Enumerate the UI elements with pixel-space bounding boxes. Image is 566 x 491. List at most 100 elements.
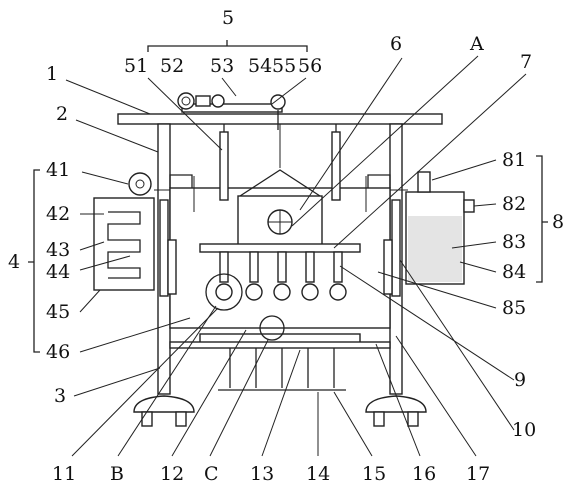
leader-2	[75, 119, 159, 153]
bracket-8	[536, 155, 548, 283]
left-fan-hub	[135, 179, 145, 189]
pulley-left-hub	[181, 96, 191, 106]
label-17: 17	[466, 463, 490, 485]
label-14: 14	[306, 463, 330, 485]
leader-6	[299, 57, 403, 211]
leader-84	[459, 261, 497, 273]
label-2: 2	[56, 103, 68, 125]
right-foot	[365, 395, 427, 413]
leader-9	[339, 265, 515, 381]
leader-7	[333, 73, 527, 249]
label-52: 52	[160, 55, 184, 77]
label-56: 56	[298, 55, 322, 77]
label-6: 6	[390, 33, 402, 55]
leader-13	[261, 349, 301, 457]
right-pipe	[391, 199, 401, 297]
label-46: 46	[46, 341, 70, 363]
detail-circle-b	[205, 273, 243, 311]
label-9: 9	[514, 369, 526, 391]
leader-56	[271, 77, 307, 105]
leader-lines	[65, 55, 527, 457]
leader-a	[291, 55, 479, 227]
motor-block	[195, 95, 211, 107]
label-16: 16	[412, 463, 436, 485]
inner-box-rim-left	[169, 174, 193, 188]
left-pipe	[159, 199, 169, 297]
label-83: 83	[502, 231, 526, 253]
label-53: 53	[210, 55, 234, 77]
label-81: 81	[502, 149, 526, 171]
top-plate	[117, 113, 443, 125]
label-55: 55	[272, 55, 296, 77]
nozzle	[277, 251, 287, 283]
crossbar	[169, 341, 391, 349]
left-foot	[133, 395, 195, 413]
label-c: C	[204, 463, 219, 485]
clamp	[301, 283, 319, 301]
tank-cap	[417, 171, 431, 193]
leader-12	[171, 329, 247, 457]
label-a: A	[469, 33, 484, 55]
leader-53	[221, 77, 237, 97]
leader-43	[79, 241, 105, 251]
clamp	[273, 283, 291, 301]
clamp	[245, 283, 263, 301]
leader-11	[71, 307, 219, 457]
leader-41	[81, 171, 129, 185]
leader-b	[117, 305, 217, 457]
cylinder-left	[219, 131, 229, 201]
leader-15	[333, 391, 373, 457]
leader-10	[399, 259, 515, 431]
hanger-cables	[239, 169, 321, 197]
label-8: 8	[552, 211, 564, 233]
label-1: 1	[46, 63, 58, 85]
label-4: 4	[8, 251, 20, 273]
right-foot-pad-1	[373, 411, 385, 427]
upper-beam	[199, 243, 361, 253]
leader-16	[375, 343, 421, 457]
leader-3	[73, 367, 161, 397]
right-foot-pad-2	[407, 411, 419, 427]
cylinder-right	[331, 131, 341, 201]
label-b: B	[110, 463, 124, 485]
label-13: 13	[250, 463, 274, 485]
hook-row	[218, 348, 346, 391]
leader-81	[431, 159, 497, 181]
right-rail	[383, 239, 393, 295]
label-84: 84	[502, 261, 526, 283]
bracket-5	[147, 40, 308, 52]
label-45: 45	[46, 301, 70, 323]
label-85: 85	[502, 297, 526, 319]
label-3: 3	[54, 385, 66, 407]
label-51: 51	[124, 55, 148, 77]
left-foot-pad-1	[141, 411, 153, 427]
label-7: 7	[520, 51, 532, 73]
label-15: 15	[362, 463, 386, 485]
leader-51	[147, 77, 223, 151]
label-12: 12	[160, 463, 184, 485]
pulley-mid	[211, 94, 225, 108]
label-5: 5	[222, 7, 234, 29]
leader-82	[473, 203, 497, 207]
label-41: 41	[46, 159, 70, 181]
label-82: 82	[502, 193, 526, 215]
nozzle	[305, 251, 315, 283]
label-42: 42	[46, 203, 70, 225]
clamp	[329, 283, 347, 301]
leader-85	[377, 271, 497, 309]
label-10: 10	[512, 419, 536, 441]
label-44: 44	[46, 261, 70, 283]
leader-17	[395, 335, 477, 457]
leader-45	[79, 289, 101, 313]
left-foot-pad-2	[175, 411, 187, 427]
left-fan	[128, 172, 152, 196]
leader-44	[79, 255, 131, 271]
leader-46	[79, 317, 191, 353]
nozzle-row	[215, 251, 347, 301]
leader-c	[209, 339, 269, 457]
label-11: 11	[52, 463, 76, 485]
coil-tube	[107, 211, 141, 279]
pulley-left	[177, 92, 195, 110]
